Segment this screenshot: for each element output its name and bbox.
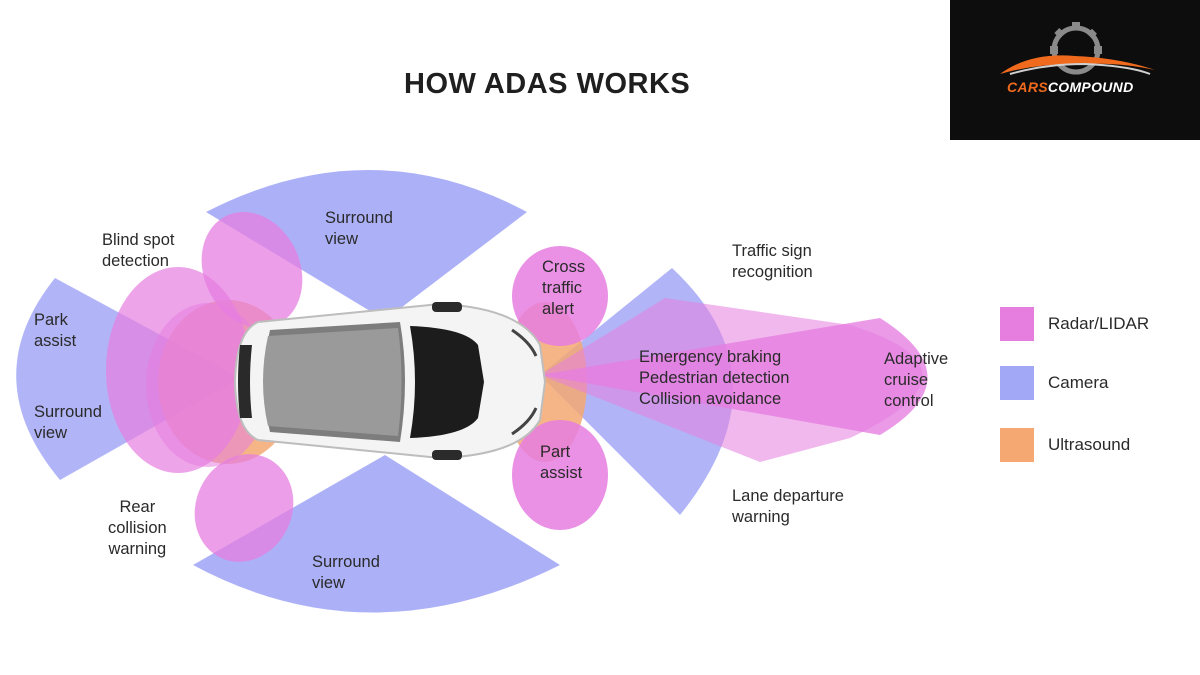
radar-zone-top-left <box>201 211 303 329</box>
radar-zone-part-assist <box>512 420 608 530</box>
legend-label-radar-lidar: Radar/LIDAR <box>1048 314 1150 333</box>
logo-compound-text: COMPOUND <box>1047 79 1134 95</box>
radar-zone-adaptive-cruise <box>540 298 923 462</box>
radar-zone-cross-traffic <box>512 246 608 346</box>
legend-swatch-camera <box>1000 366 1034 400</box>
cars-compound-logo: CARSCOMPOUND <box>950 0 1200 140</box>
legend-swatch-ultrasound <box>1000 428 1034 462</box>
legend-label-ultrasound: Ultrasound <box>1048 435 1131 454</box>
radar-zone-rear-center <box>146 303 270 467</box>
logo-cars-text: CARS <box>1007 79 1048 95</box>
legend-item-radar-lidar: Radar/LIDAR <box>1000 307 1190 343</box>
legend-item-ultrasound: Ultrasound <box>1000 428 1190 464</box>
legend-swatch-radar-lidar <box>1000 307 1034 341</box>
logo-wordmark: CARSCOMPOUND <box>1007 79 1134 95</box>
camera-zone-top-surround <box>206 170 527 320</box>
camera-zone-bottom-surround <box>193 455 560 613</box>
legend-item-camera: Camera <box>1000 366 1190 402</box>
car-top-view <box>233 302 547 460</box>
radar-zone-bottom-left <box>194 454 294 562</box>
car-gear-logo-icon <box>1000 22 1155 75</box>
legend-label-camera: Camera <box>1048 373 1109 392</box>
page-title: HOW ADAS WORKS <box>404 68 691 100</box>
